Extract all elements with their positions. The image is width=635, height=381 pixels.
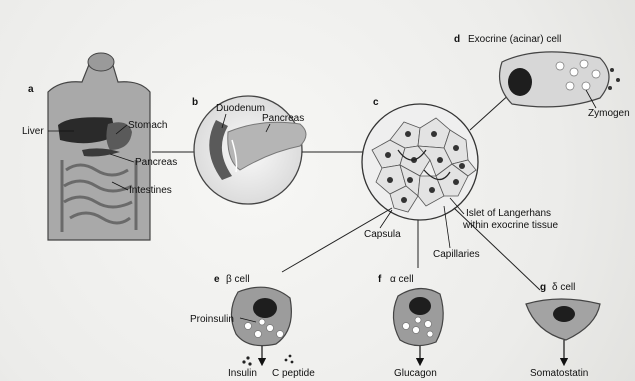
delta-cell-illustration <box>526 299 600 362</box>
zymogen-label: Zymogen <box>588 108 630 119</box>
exocrine-cell-illustration <box>500 52 620 107</box>
liver-label: Liver <box>22 126 44 137</box>
panel-label-d: d <box>454 34 460 45</box>
intestines-label: Intestines <box>129 185 172 196</box>
duodenum-label: Duodenum <box>216 103 265 114</box>
capsula-label: Capsula <box>364 229 401 240</box>
panel-label-c: c <box>373 97 379 108</box>
torso-illustration <box>48 53 150 240</box>
beta-cell-label: β cell <box>226 274 250 285</box>
proinsulin-label: Proinsulin <box>190 314 234 325</box>
pancreas-label-a: Pancreas <box>135 157 177 168</box>
glucagon-label: Glucagon <box>394 368 437 379</box>
panel-label-e: e <box>214 274 220 285</box>
alpha-cell-illustration <box>393 288 443 362</box>
stomach-label: Stomach <box>128 120 167 131</box>
islet-of-langerhans-illustration <box>362 104 478 220</box>
panel-label-b: b <box>192 97 198 108</box>
islet-label-line1: Islet of Langerhans <box>466 208 551 219</box>
delta-cell-label: δ cell <box>552 282 575 293</box>
alpha-cell-label: α cell <box>390 274 414 285</box>
exocrine-cell-label: Exocrine (acinar) cell <box>468 34 561 45</box>
beta-cell-illustration <box>231 287 293 365</box>
panel-label-f: f <box>378 274 382 285</box>
capillaries-label: Capillaries <box>433 249 480 260</box>
panel-label-a: a <box>28 84 34 95</box>
somatostatin-label: Somatostatin <box>530 368 588 379</box>
pancreas-label-b: Pancreas <box>262 113 304 124</box>
c-peptide-label: C peptide <box>272 368 315 379</box>
panel-label-g: g <box>540 282 546 293</box>
insulin-label: Insulin <box>228 368 257 379</box>
